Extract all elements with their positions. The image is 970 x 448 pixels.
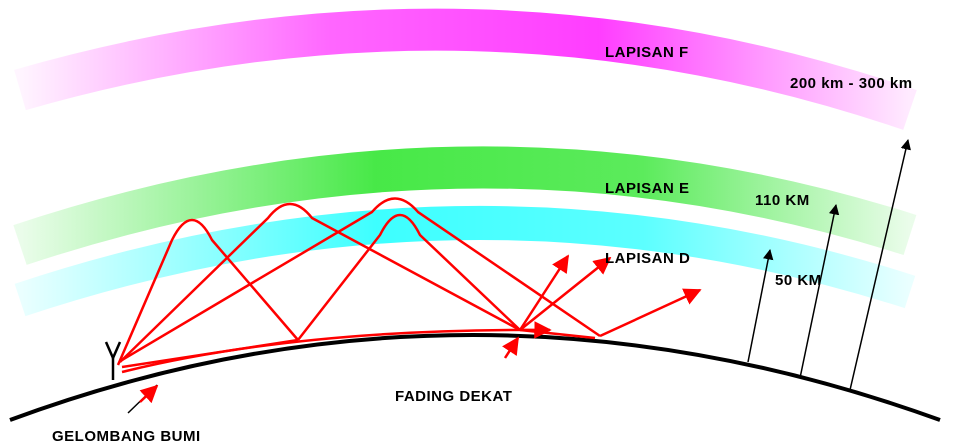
height-f-label: 200 km - 300 km	[790, 75, 913, 92]
fading-label: FADING DEKAT	[395, 388, 512, 405]
height-e-label: 110 KM	[755, 192, 810, 209]
height-d-label: 50 KM	[775, 272, 822, 289]
escape-ray-3	[599, 288, 702, 338]
ground-wave-ray	[121, 321, 552, 374]
layer-f-label: LAPISAN F	[605, 44, 689, 61]
layer-e-label: LAPISAN E	[605, 180, 690, 197]
height-arrow-e	[799, 203, 840, 379]
ground-wave-label: GELOMBANG BUMI	[52, 428, 201, 445]
ground-wave-pointer-red	[139, 384, 159, 404]
escape-ray-1	[518, 254, 570, 331]
height-arrow-d	[747, 248, 774, 363]
layer-f-band	[14, 8, 917, 130]
antenna-icon	[104, 341, 122, 380]
fading-pointer	[502, 336, 520, 359]
layer-e-band	[13, 146, 917, 265]
escape-ray-2	[519, 256, 612, 331]
height-arrow-f	[849, 138, 911, 391]
layer-d-band	[14, 205, 916, 317]
layer-d-label: LAPISAN D	[605, 250, 690, 267]
earth-surface	[9, 333, 941, 422]
